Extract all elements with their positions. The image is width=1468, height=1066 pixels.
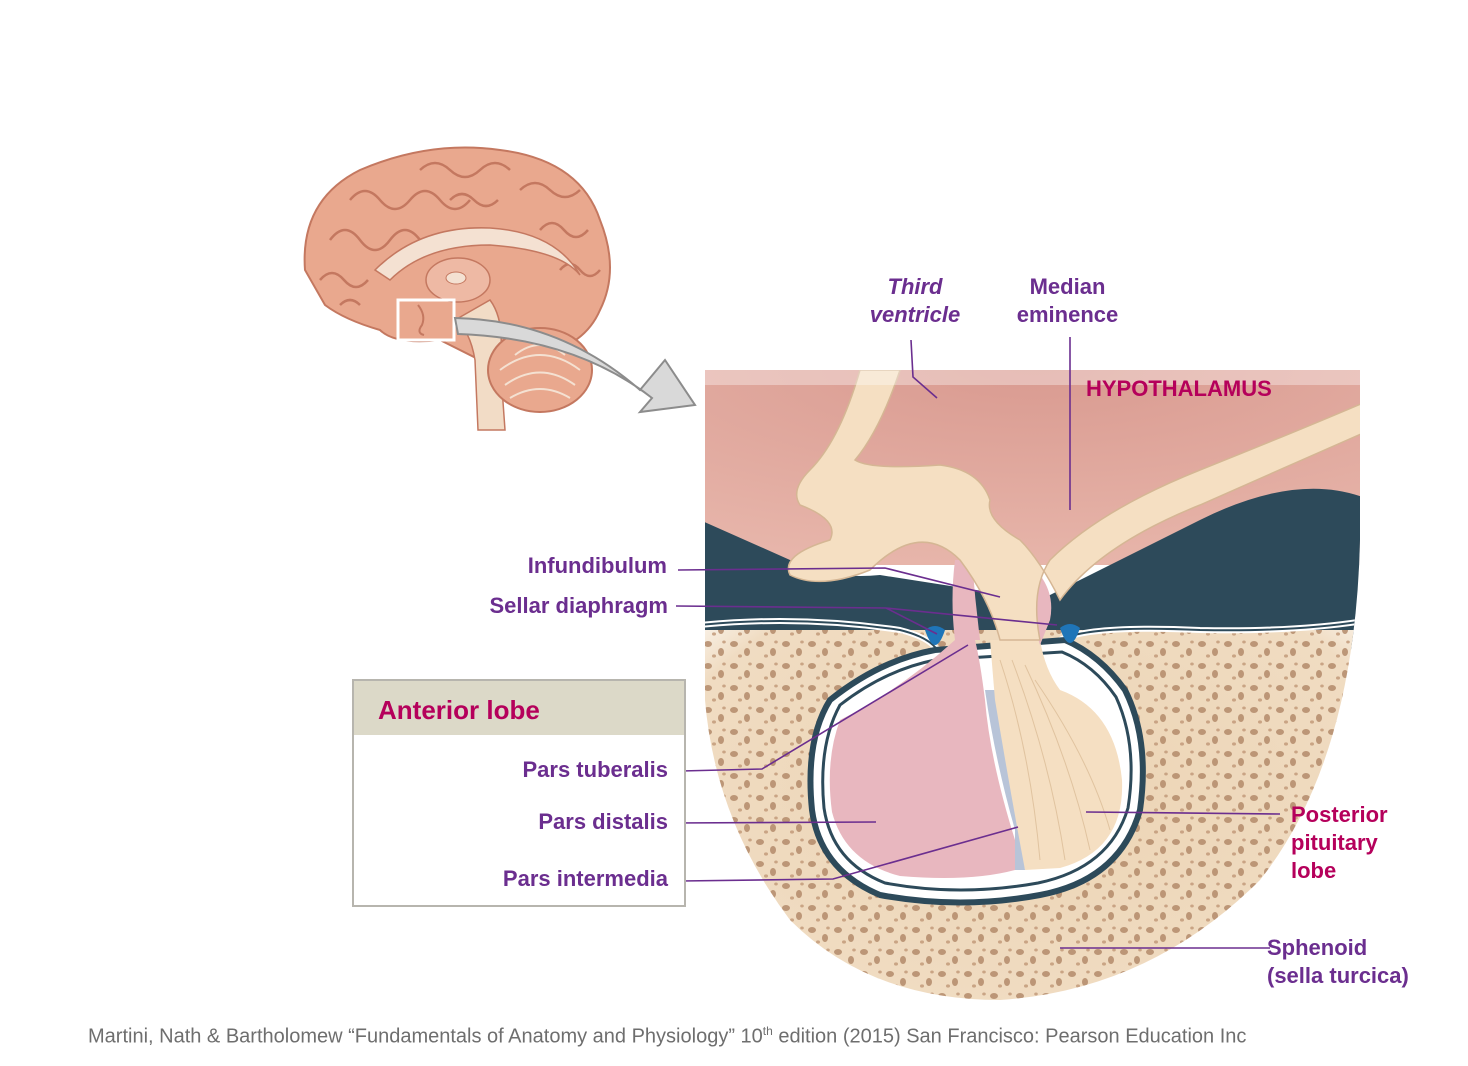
credit-text-a: Martini, Nath & Bartholomew “Fundamental… [88,1025,763,1048]
label-pars-tuberalis: Pars tuberalis [522,757,668,782]
third-ventricle-wall [787,370,1360,641]
label-median-eminence: Median eminence [1000,273,1135,329]
subarachnoid-space [705,488,1360,650]
pars-intermedia-stripe [985,690,1025,870]
posterior-line3: lobe [1291,858,1337,883]
posterior-line2: pituitary [1291,830,1378,855]
median-eminence-line1: Median [1029,274,1106,299]
credit-text-b: edition (2015) San Francisco: Pearson Ed… [772,1025,1247,1048]
posterior-line1: Posterior [1291,802,1388,827]
leader-posterior-lobe [1085,811,1281,815]
anterior-lobe-header: Anterior lobe [354,681,684,735]
leader-lines [669,337,1281,949]
leader-third-ventricle [910,339,938,399]
label-posterior-pituitary-lobe: Posterior pituitary lobe [1291,801,1388,885]
label-hypothalamus: HYPOTHALAMUS [1086,376,1272,401]
leader-pars-tuberalis [680,644,969,772]
label-pars-distalis: Pars distalis [538,809,668,834]
anterior-lobe-title: Anterior lobe [378,695,540,725]
inset-highlight-box [396,298,456,342]
leader-infundibulum [677,567,1001,598]
anterior-lobe-legend-box: Anterior lobe [352,679,686,907]
corpus-callosum [373,227,581,281]
zoom-arrow [453,316,697,414]
leader-pars-intermedia [680,826,1019,882]
main-section [705,370,1360,1000]
label-third-ventricle: Third ventricle [860,273,970,329]
label-sellar-diaphragm: Sellar diaphragm [489,593,668,618]
label-infundibulum: Infundibulum [527,553,667,578]
label-sphenoid: Sphenoid (sella turcica) [1267,934,1409,990]
leader-sellar-diaphragm [675,605,1058,635]
label-pars-intermedia: Pars intermedia [502,866,668,891]
sphenoid-line2: (sella turcica) [1267,963,1409,988]
credit-superscript: th [762,1024,773,1038]
sphenoid-line1: Sphenoid [1267,935,1368,960]
median-eminence-line2: eminence [1016,302,1119,327]
brain-sagittal-inset [303,146,611,431]
anterior-lobe-tissue [829,640,1015,878]
leader-pars-distalis [669,821,877,824]
third-ventricle-line1: Third [887,274,943,299]
source-credit: Martini, Nath & Bartholomew “Fundamental… [88,1024,1246,1049]
third-ventricle-line2: ventricle [869,302,961,327]
